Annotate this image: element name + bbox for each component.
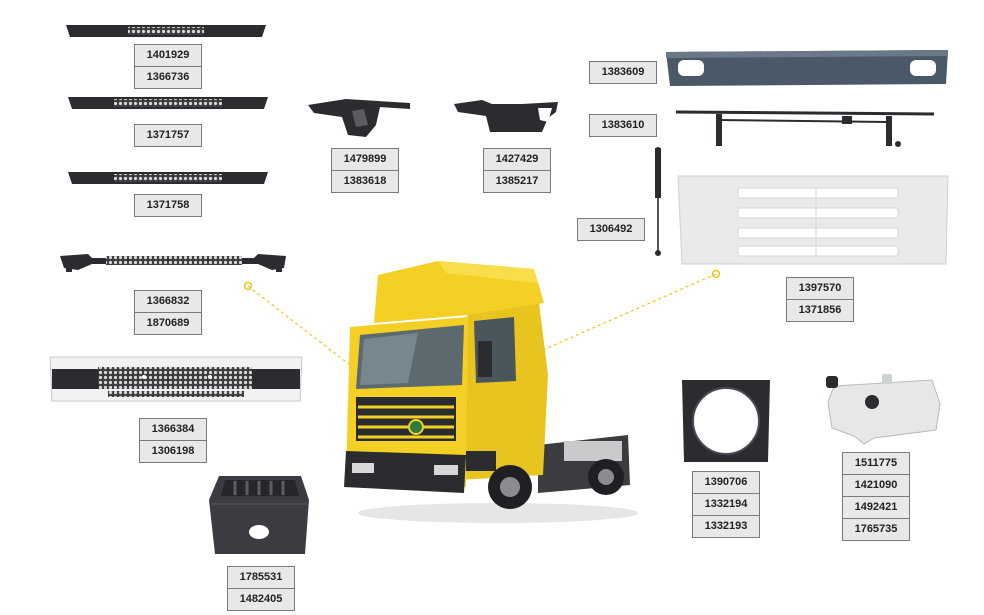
truck-image [338, 255, 638, 525]
part-code: 1390706 [692, 471, 760, 494]
part-code: 1371757 [134, 124, 202, 147]
part-codes-grille-strip-2: 1371757 [134, 124, 202, 147]
part-codes-mirror-bracket-left: 1479899 1383618 [331, 148, 399, 193]
part-codes-gas-strut: 1306492 [577, 218, 645, 241]
part-code: 1511775 [842, 452, 910, 475]
part-codes-fan-shroud: 1390706 1332194 1332193 [692, 471, 760, 538]
part-codes-grille-frame-bar: 1383610 [589, 114, 657, 137]
mirror-bracket-right-image [452, 98, 562, 134]
front-panel-white-image [48, 355, 304, 405]
grille-frame-bar-image [672, 108, 938, 152]
part-code: 1401929 [134, 44, 202, 67]
expansion-tank-image [824, 372, 944, 446]
part-codes-front-bumper-cover: 1383609 [589, 61, 657, 84]
part-code: 1421090 [842, 474, 910, 497]
part-code: 1366736 [134, 66, 202, 89]
part-codes-front-grille-white: 1397570 1371856 [786, 277, 854, 322]
lower-grille-bracket-image [58, 250, 290, 274]
part-code: 1385217 [483, 170, 551, 193]
part-code: 1765735 [842, 518, 910, 541]
part-code: 1383610 [589, 114, 657, 137]
part-codes-step-box: 1785531 1482405 [227, 566, 295, 611]
part-code: 1306492 [577, 218, 645, 241]
fan-shroud-image [680, 378, 772, 464]
part-code: 1383618 [331, 170, 399, 193]
part-code: 1332193 [692, 515, 760, 538]
front-bumper-cover-image [664, 48, 950, 88]
grille-strip-top-image [66, 24, 266, 38]
part-code: 1332194 [692, 493, 760, 516]
part-codes-grille-strip-3: 1371758 [134, 194, 202, 217]
grille-strip-3-image [68, 171, 268, 185]
part-code: 1306198 [139, 440, 207, 463]
part-code: 1397570 [786, 277, 854, 300]
step-box-image [205, 470, 315, 560]
part-codes-expansion-tank: 1511775 1421090 1492421 1765735 [842, 452, 910, 541]
part-codes-lower-grille-bracket: 1366832 1870689 [134, 290, 202, 335]
part-code: 1366832 [134, 290, 202, 313]
part-code: 1371758 [134, 194, 202, 217]
part-codes-grille-strip-top: 1401929 1366736 [134, 44, 202, 89]
gas-strut-image [652, 146, 664, 258]
part-code: 1371856 [786, 299, 854, 322]
front-grille-white-image [676, 174, 950, 266]
part-code: 1427429 [483, 148, 551, 171]
grille-strip-2-image [68, 96, 268, 110]
part-code: 1870689 [134, 312, 202, 335]
part-codes-mirror-bracket-right: 1427429 1385217 [483, 148, 551, 193]
part-code: 1785531 [227, 566, 295, 589]
part-code: 1482405 [227, 588, 295, 611]
mirror-bracket-left-image [306, 95, 414, 141]
part-code: 1479899 [331, 148, 399, 171]
part-code: 1383609 [589, 61, 657, 84]
part-code: 1366384 [139, 418, 207, 441]
part-code: 1492421 [842, 496, 910, 519]
part-codes-front-panel-white: 1366384 1306198 [139, 418, 207, 463]
